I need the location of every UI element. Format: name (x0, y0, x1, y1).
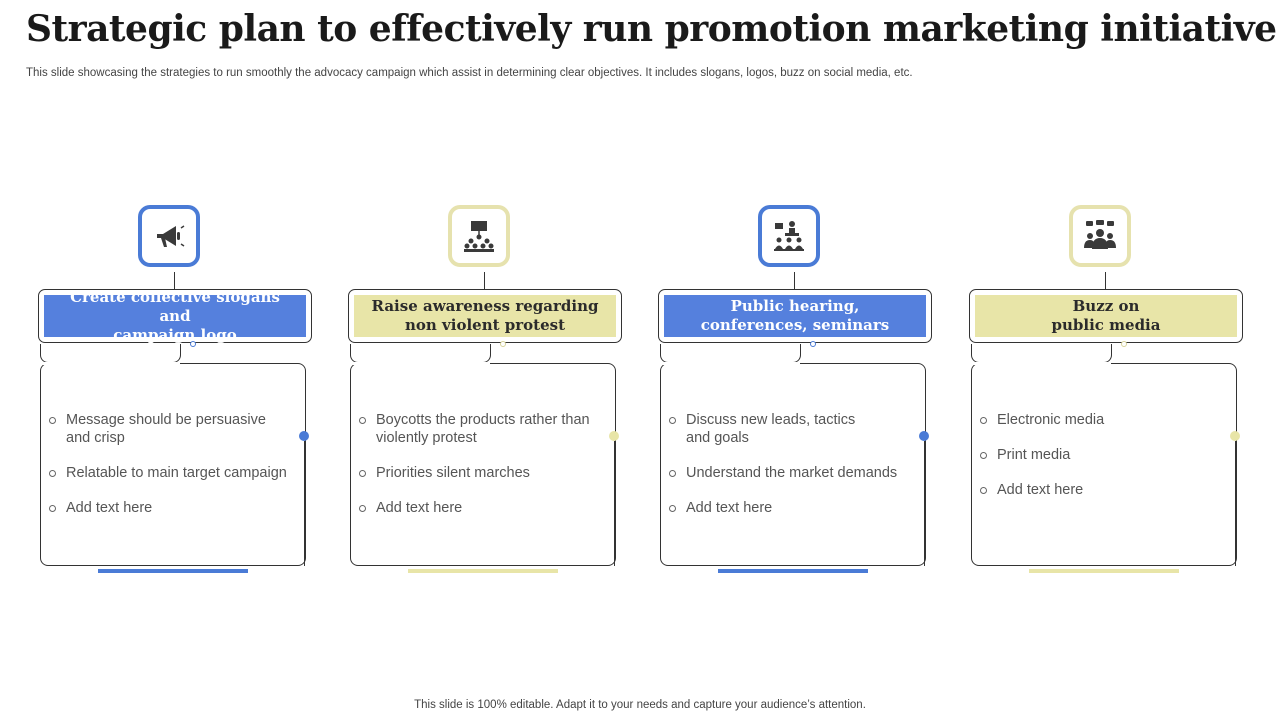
card-header: Create collective slogans and campaign l… (38, 288, 312, 344)
icon-frame (448, 205, 510, 267)
connector-dot (190, 341, 196, 347)
card-body (660, 363, 926, 566)
bullet-item: Add text here (48, 499, 298, 517)
accent-dot (609, 431, 619, 441)
card-tab (350, 344, 491, 363)
connector-dot (500, 341, 506, 347)
strategy-card-buzz: Buzz on public media Electronic media Pr… (969, 200, 1259, 580)
bullet-list: Discuss new leads, tactics and goals Und… (668, 411, 918, 534)
connector-line (794, 272, 795, 290)
card-body (40, 363, 306, 566)
page-subtitle: This slide showcasing the strategies to … (26, 67, 913, 79)
connector-line (1105, 272, 1106, 290)
icon-frame (1069, 205, 1131, 267)
card-header-title: Raise awareness regarding non violent pr… (354, 295, 616, 337)
icon-frame (138, 205, 200, 267)
bullet-list: Boycotts the products rather than violen… (358, 411, 608, 534)
bullet-item: Add text here (979, 481, 1229, 499)
accent-bar (718, 569, 868, 573)
strategy-card-slogans: Create collective slogans and campaign l… (38, 200, 328, 580)
card-header-title: Create collective slogans and campaign l… (44, 288, 306, 344)
card-tab (660, 344, 801, 363)
bullet-list: Message should be persuasive and crisp R… (48, 411, 298, 534)
strategy-card-public-hearing: Public hearing, conferences, seminars Di… (658, 200, 948, 580)
accent-line (304, 441, 305, 566)
icon-frame (758, 205, 820, 267)
bullet-item: Priorities silent marches (358, 464, 608, 482)
card-tab (971, 344, 1112, 363)
accent-dot (299, 431, 309, 441)
connector-dot (810, 341, 816, 347)
megaphone-icon (157, 225, 185, 247)
bullet-item: Message should be persuasive and crisp (48, 411, 298, 447)
protest-group-icon (464, 221, 494, 252)
bullet-item: Discuss new leads, tactics and goals (668, 411, 918, 447)
accent-bar (408, 569, 558, 573)
card-body (350, 363, 616, 566)
card-header-title: Buzz on public media (975, 295, 1237, 337)
footer-note: This slide is 100% editable. Adapt it to… (414, 699, 866, 711)
accent-line (1235, 441, 1236, 566)
card-header: Public hearing, conferences, seminars (658, 289, 932, 343)
card-tab (40, 344, 181, 363)
page-title: Strategic plan to effectively run promot… (26, 8, 1277, 50)
conference-icon (774, 221, 804, 251)
strategy-card-awareness: Raise awareness regarding non violent pr… (348, 200, 638, 580)
accent-line (614, 441, 615, 566)
bullet-list: Electronic media Print media Add text he… (979, 411, 1229, 516)
bullet-item: Electronic media (979, 411, 1229, 429)
card-header-title: Public hearing, conferences, seminars (664, 295, 926, 337)
accent-dot (1230, 431, 1240, 441)
accent-dot (919, 431, 929, 441)
accent-line (924, 441, 925, 566)
social-media-group-icon (1084, 220, 1116, 249)
accent-bar (1029, 569, 1179, 573)
bullet-item: Boycotts the products rather than violen… (358, 411, 608, 447)
connector-dot (1121, 341, 1127, 347)
bullet-item: Relatable to main target campaign (48, 464, 298, 482)
bullet-item: Understand the market demands (668, 464, 918, 482)
bullet-item: Add text here (668, 499, 918, 517)
accent-bar (98, 569, 248, 573)
connector-line (174, 272, 175, 290)
bullet-item: Print media (979, 446, 1229, 464)
card-header: Raise awareness regarding non violent pr… (348, 289, 622, 343)
bullet-item: Add text here (358, 499, 608, 517)
card-header: Buzz on public media (969, 289, 1243, 343)
connector-line (484, 272, 485, 290)
